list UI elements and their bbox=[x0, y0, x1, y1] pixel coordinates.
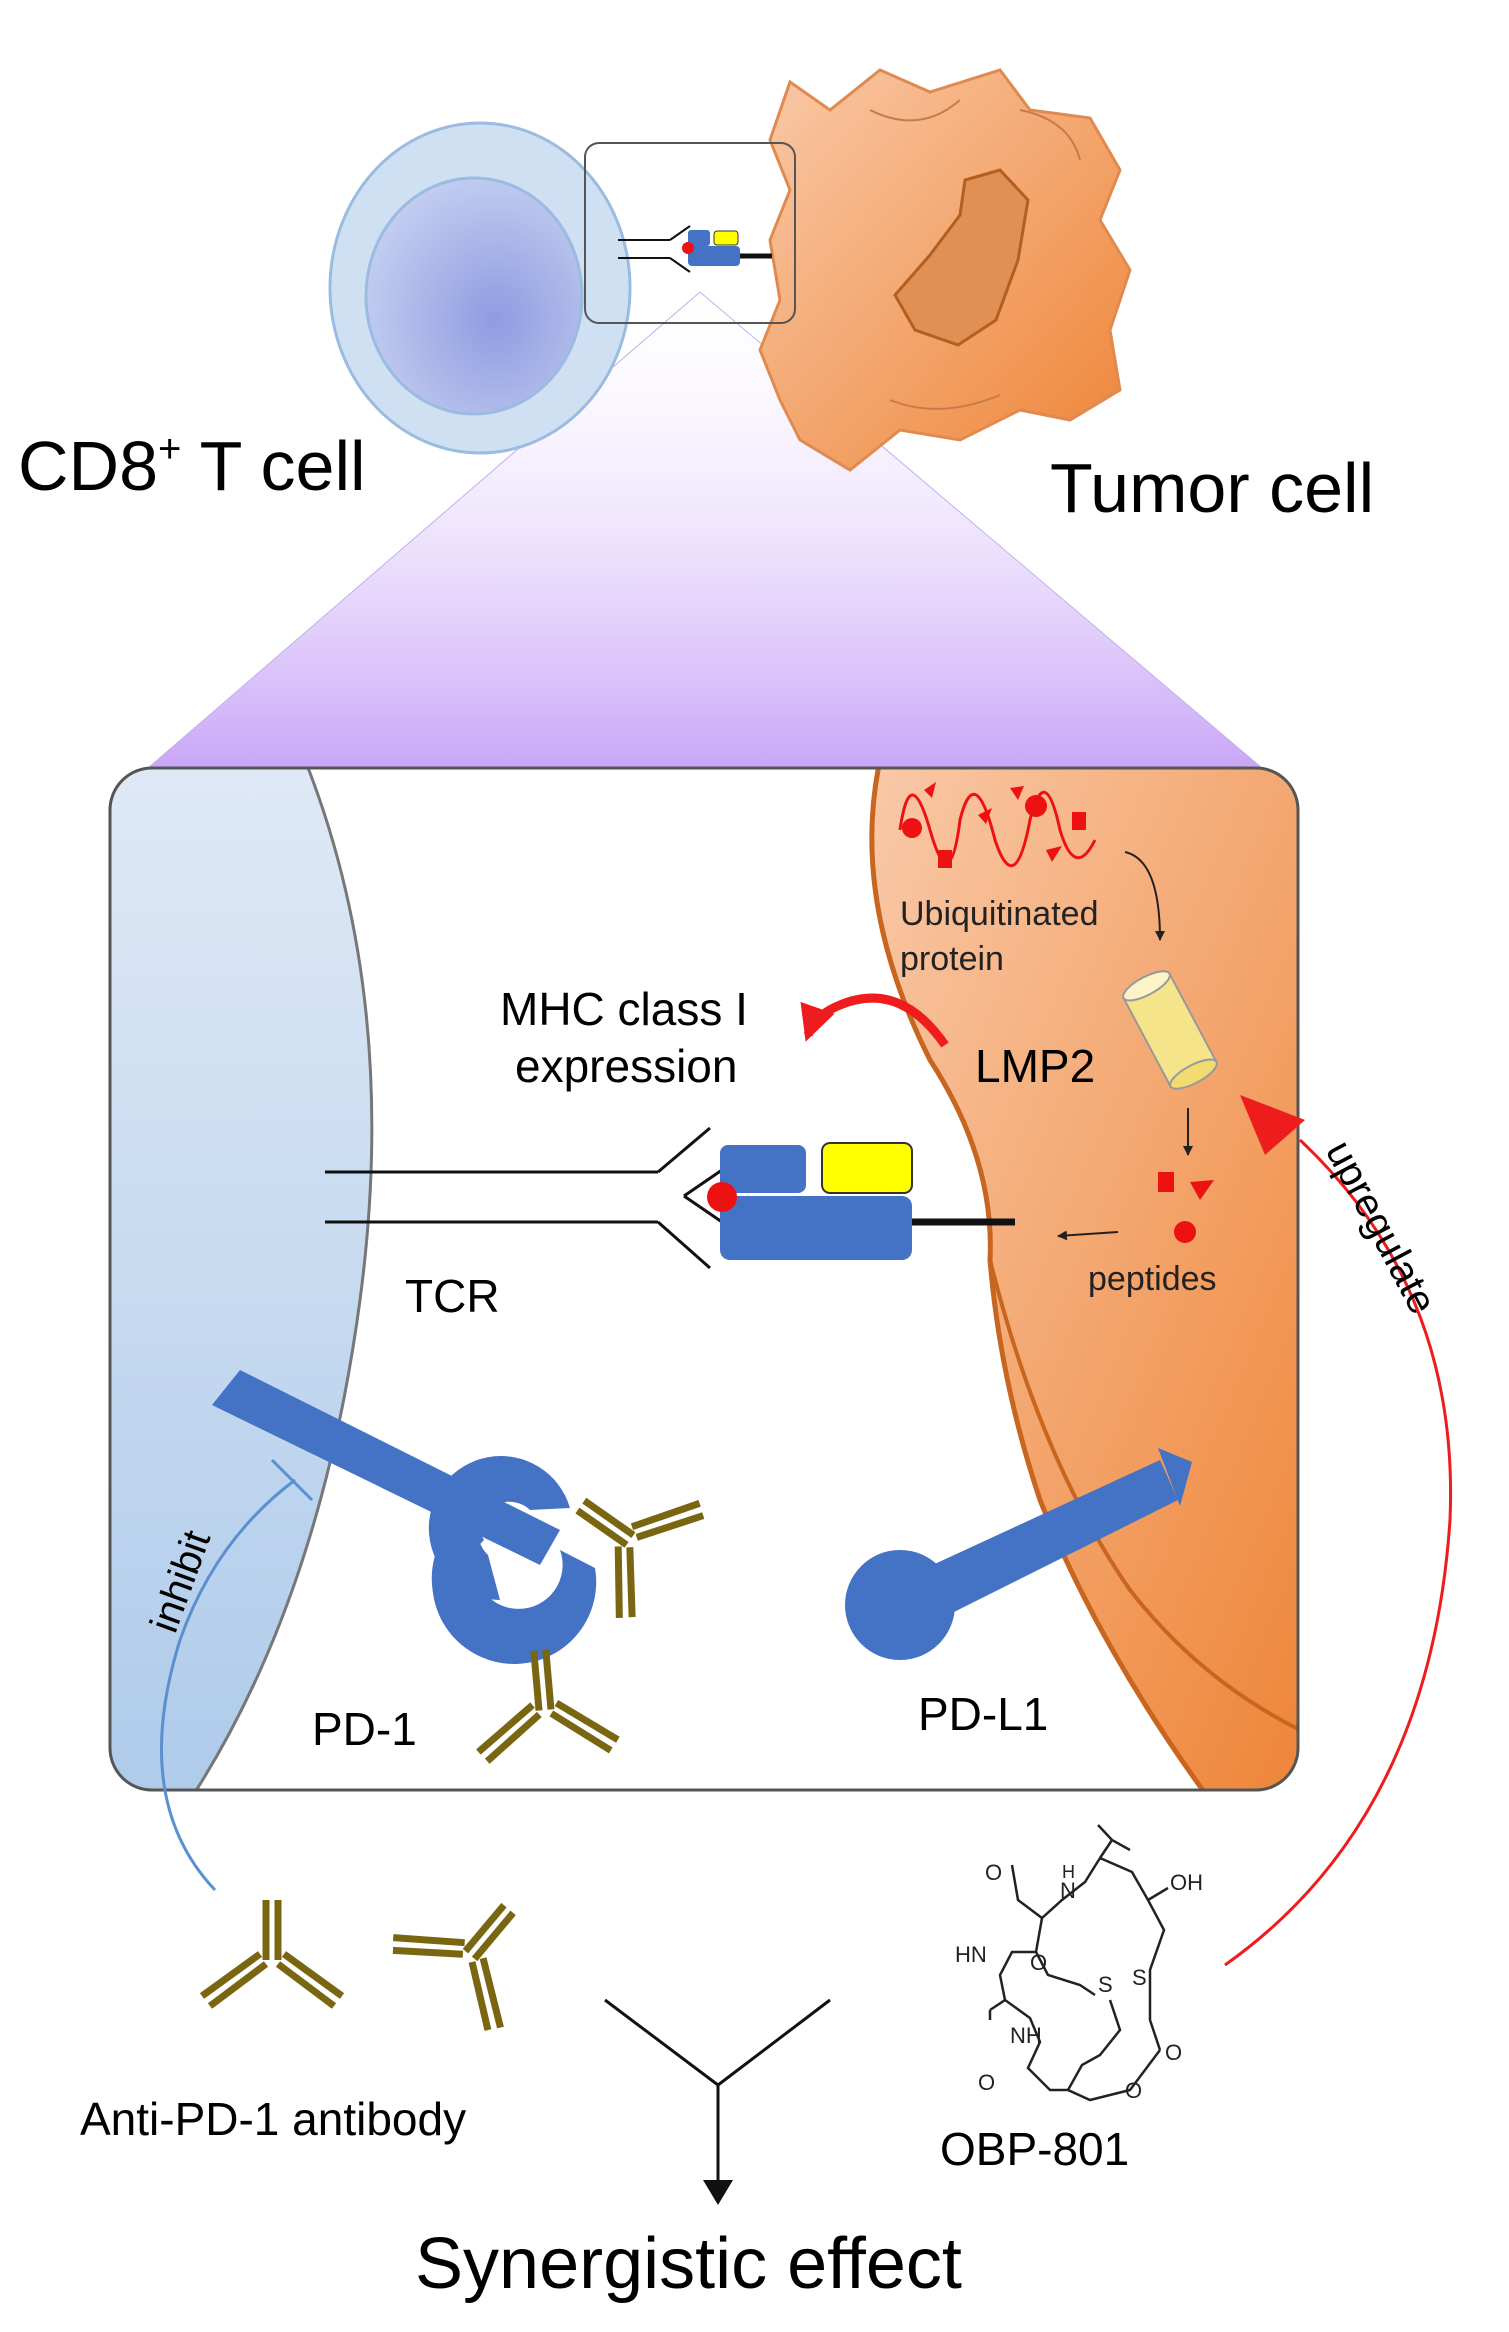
pdl1-ligand bbox=[845, 1448, 1192, 1660]
mhc-label-line2: expression bbox=[515, 1040, 737, 1092]
pdl1-label: PD-L1 bbox=[918, 1688, 1048, 1740]
synergy-arrow bbox=[604, 1998, 831, 2205]
anti-pd1-label: Anti-PD-1 antibody bbox=[80, 2093, 466, 2145]
zoom-box bbox=[584, 142, 796, 324]
tumor-inner-fold bbox=[988, 1259, 1298, 1732]
pd1-label: PD-1 bbox=[312, 1703, 417, 1755]
peptides-label: peptides bbox=[1088, 1260, 1217, 1298]
svg-text:O: O bbox=[978, 2070, 995, 2095]
svg-text:OH: OH bbox=[1170, 1870, 1203, 1895]
tumor-cell-region bbox=[869, 768, 1298, 1790]
inhibit-line bbox=[160, 1478, 296, 1892]
mhc-label-line1: MHC class I bbox=[500, 983, 748, 1035]
upregulate-arrowhead bbox=[1240, 1095, 1305, 1155]
mini-receptor-complex bbox=[618, 225, 772, 273]
upregulate-arrow bbox=[1224, 1138, 1453, 1967]
tcr-label: TCR bbox=[405, 1270, 500, 1322]
arrow-peptides-to-mhc bbox=[1057, 1230, 1119, 1241]
tumor-cell-label: Tumor cell bbox=[1050, 449, 1374, 527]
svg-text:HN: HN bbox=[955, 1942, 987, 1967]
upregulate-label: upregulate bbox=[1317, 1134, 1445, 1322]
antibody-icon bbox=[202, 1900, 342, 2006]
proteasome-icon bbox=[1122, 970, 1218, 1090]
synergistic-effect-label: Synergistic effect bbox=[415, 2224, 962, 2304]
mhc-class-i-complex bbox=[707, 1142, 1015, 1260]
obp801-atoms: O N H OH HN S S O NH O O O bbox=[955, 1860, 1203, 2103]
svg-text:O: O bbox=[1030, 1950, 1047, 1975]
svg-text:NH: NH bbox=[1010, 2023, 1042, 2048]
protein-label: protein bbox=[900, 940, 1004, 978]
svg-text:H: H bbox=[1062, 1862, 1075, 1882]
svg-text:O: O bbox=[985, 1860, 1002, 1885]
ubiquitinated-protein bbox=[898, 782, 1097, 868]
svg-text:S: S bbox=[1132, 1965, 1147, 1990]
lmp2-label: LMP2 bbox=[975, 1040, 1095, 1092]
ubiquitinated-label: Ubiquitinated bbox=[900, 895, 1098, 933]
t-cell-membrane bbox=[110, 768, 374, 1790]
svg-text:N: N bbox=[1060, 1878, 1076, 1903]
pd1-head bbox=[432, 1538, 597, 1664]
t-cell-overview bbox=[328, 121, 632, 455]
arrow-to-proteasome bbox=[1124, 851, 1165, 941]
svg-text:O: O bbox=[1165, 2040, 1182, 2065]
lmp2-to-mhc-arrow bbox=[800, 993, 949, 1048]
svg-text:O: O bbox=[1125, 2078, 1142, 2103]
peptides-icon bbox=[1158, 1172, 1214, 1243]
tcr-receptor bbox=[325, 1126, 723, 1270]
inhibit-bar bbox=[270, 1458, 314, 1502]
obp801-label: OBP-801 bbox=[940, 2123, 1129, 2175]
t-cell-label: CD8+ T cell bbox=[18, 427, 366, 505]
obp801-structure bbox=[988, 1824, 1169, 2102]
tumor-cell-overview bbox=[758, 68, 1132, 472]
antibody-icon bbox=[387, 1864, 562, 2035]
svg-text:S: S bbox=[1098, 1972, 1113, 1997]
